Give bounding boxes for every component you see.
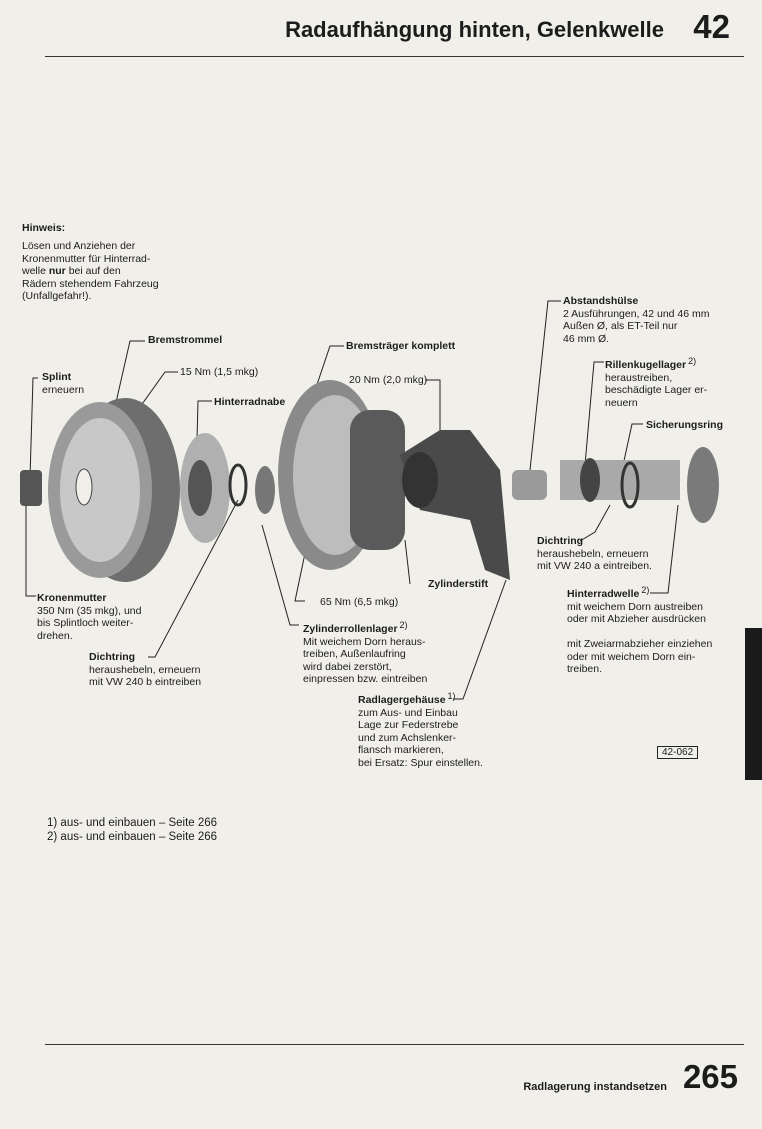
- label-zylinderstift: Zylinderstift: [428, 578, 489, 590]
- label-bremstrommel: Bremstrommel: [148, 334, 223, 346]
- footnote-1: 1) aus- und einbauen – Seite 266: [47, 817, 218, 829]
- page-number: 265: [682, 1058, 738, 1095]
- note-heading: Hinweis:: [22, 222, 66, 234]
- label-hinterradnabe: Hinterradnabe: [214, 396, 286, 408]
- chapter-thumb-tab: [745, 628, 762, 780]
- page-title: Radaufhängung hinten, Gelenkwelle: [285, 17, 664, 42]
- label-torque-15: 15 Nm (1,5 mkg): [180, 366, 259, 378]
- chapter-number: 42: [693, 8, 730, 45]
- crown-nut: [20, 470, 42, 506]
- footer-title: Radlagerung instandsetzen: [523, 1081, 667, 1093]
- footnote-2: 2) aus- und einbauen – Seite 266: [47, 831, 218, 843]
- header-rule: [45, 56, 744, 57]
- label-sicherungsring: Sicherungsring: [646, 419, 724, 431]
- label-torque-65: 65 Nm (6,5 mkg): [320, 596, 399, 608]
- note-text: Lösen und Anziehen der Kronenmutter für …: [22, 240, 159, 302]
- label-bremstraeger: Bremsträger komplett: [346, 340, 456, 352]
- figure-id: 42-062: [657, 746, 699, 759]
- footer-rule: [45, 1044, 744, 1045]
- label-torque-20: 20 Nm (2,0 mkg): [349, 374, 428, 386]
